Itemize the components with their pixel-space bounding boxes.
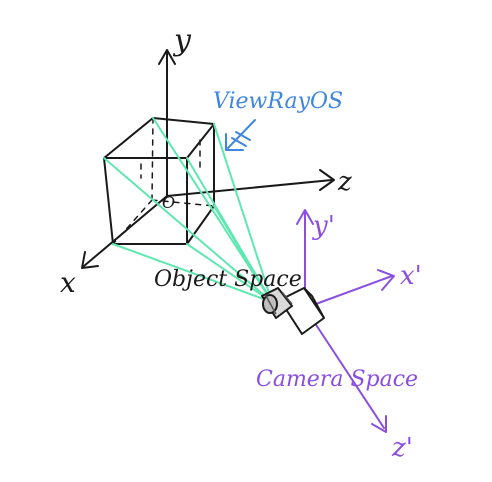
- object-y-label: y: [172, 23, 192, 58]
- camera-labels: y' x' z' Camera Space: [256, 211, 422, 463]
- camera-y-label: y': [312, 211, 335, 241]
- cube: [103, 117, 215, 245]
- view-ray-pointer-icon: [225, 119, 256, 151]
- object-z-axis: [166, 179, 333, 197]
- cube-hidden-vertical: [151, 117, 154, 201]
- object-labels: y z x O Object Space: [60, 23, 352, 299]
- view-rays: [103, 117, 273, 303]
- camera-z-axis: [304, 307, 385, 429]
- object-x-arrowhead: [81, 251, 99, 269]
- view-ray-6: [186, 243, 273, 303]
- cube-top-face: [103, 117, 215, 159]
- object-space-label: Object Space: [154, 267, 302, 292]
- view-ray-label: ViewRayOS: [213, 89, 343, 114]
- camera-z-label: z': [391, 433, 413, 463]
- view-ray-1: [103, 157, 273, 303]
- object-axes: [81, 49, 335, 269]
- object-x-axis: [83, 195, 168, 267]
- view-ray-3: [152, 117, 273, 303]
- origin-label: O: [162, 193, 175, 212]
- object-y-arrowhead: [158, 49, 176, 65]
- camera-x-label: x': [400, 261, 422, 291]
- view-ray-7: [213, 205, 273, 303]
- camera-icon: [261, 287, 325, 335]
- cube-hidden-bottom-left: [112, 199, 153, 245]
- cube-hidden-edges: [112, 117, 215, 245]
- view-ray-5: [213, 123, 273, 303]
- object-z-arrowhead: [319, 169, 335, 191]
- camera-x-arrowhead: [377, 269, 395, 291]
- camera-y-arrowhead: [296, 209, 314, 225]
- camera-x-axis: [304, 275, 393, 309]
- object-x-label: x: [60, 266, 76, 299]
- camera-z-arrowhead: [371, 415, 387, 433]
- camera-space-label: Camera Space: [256, 367, 418, 392]
- view-ray-2: [112, 243, 273, 303]
- object-z-label: z: [337, 167, 352, 197]
- cube-hidden-bottom-right: [151, 199, 215, 207]
